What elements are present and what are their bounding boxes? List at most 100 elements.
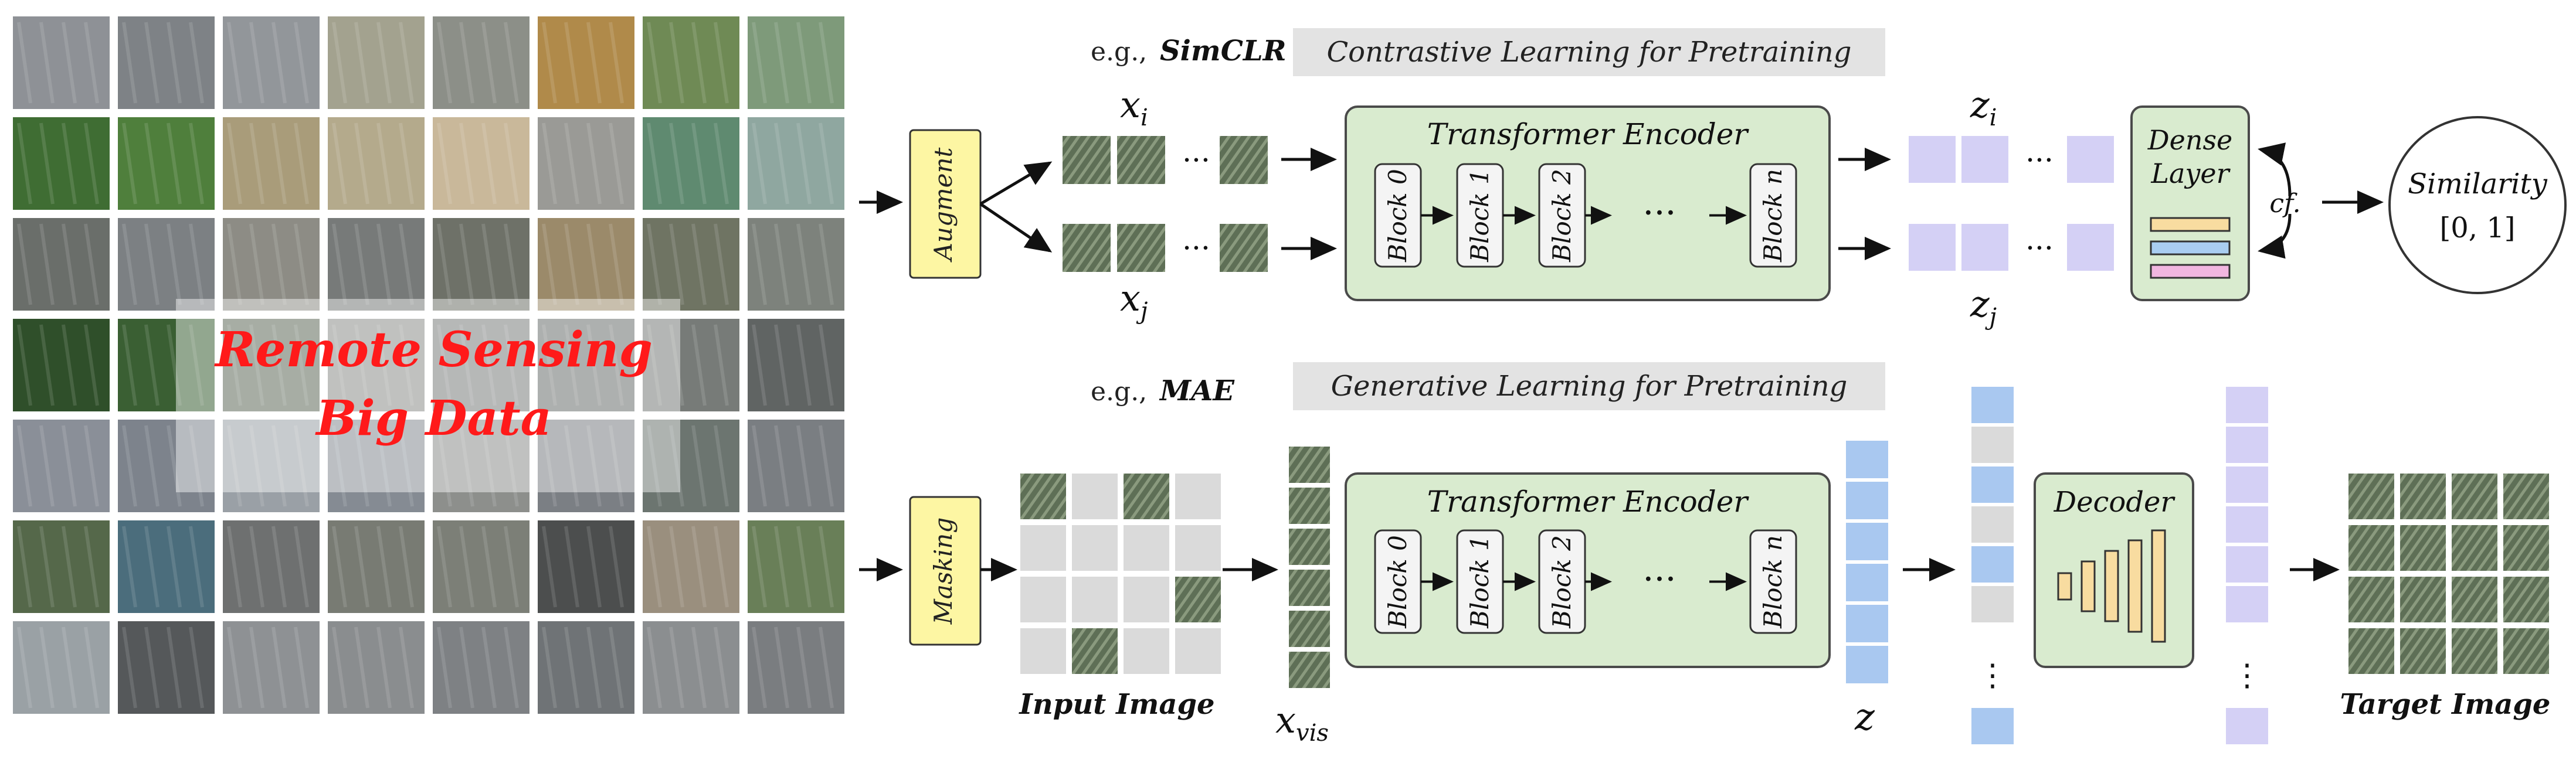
visible-patch-token (1289, 488, 1330, 524)
mosaic-tile-texture (774, 22, 789, 104)
mosaic-tile (433, 117, 530, 210)
full-column-vdots: ⋮ (1977, 658, 2008, 693)
mosaic-tile-texture (774, 526, 789, 608)
mosaic-tile-texture (376, 526, 392, 608)
mosaic-tile-texture (714, 324, 729, 406)
mosaic-tile-texture (17, 223, 32, 305)
embedding-j-tokens (1909, 224, 2114, 271)
mosaic-tile-texture (227, 626, 242, 709)
masked-patch (1020, 628, 1066, 674)
mosaic-tile-texture (504, 324, 519, 406)
mosaic-tile-texture (669, 626, 684, 709)
mosaic-tile (538, 319, 634, 411)
mosaic-tile-texture (819, 324, 834, 406)
generative-block-dots: ··· (1642, 559, 1676, 600)
mosaic-tile (433, 319, 530, 411)
mosaic-tile-texture (714, 223, 729, 305)
mosaic-tile-texture (542, 526, 557, 608)
mosaic-tile-texture (332, 425, 347, 507)
masked-patch (1020, 577, 1066, 622)
target-patch (2452, 628, 2497, 674)
mosaic-tile (643, 117, 739, 210)
mosaic-tile-texture (796, 324, 812, 406)
mosaic-tile-texture (774, 122, 789, 205)
mosaic-tile-texture (332, 324, 347, 406)
mosaic-tile-texture (669, 223, 684, 305)
dense-layer-label-line1: Dense (2147, 124, 2233, 156)
latent-token (1846, 646, 1888, 683)
decoded-token-column (2226, 387, 2268, 744)
visible-patch-token (1289, 447, 1330, 483)
mosaic-tile-texture (669, 526, 684, 608)
target-patch (2400, 525, 2446, 571)
mosaic-tile-texture (564, 324, 579, 406)
mosaic-tile-texture (122, 626, 137, 709)
remote-sensing-mosaic (13, 16, 844, 714)
mosaic-tile-texture (294, 526, 309, 608)
mosaic-tile (643, 420, 739, 512)
mosaic-tile-texture (481, 626, 497, 709)
mosaic-tile-texture (294, 22, 309, 104)
mosaic-tile-texture (564, 223, 579, 305)
mosaic-tile (13, 420, 110, 512)
mosaic-tile (118, 420, 215, 512)
decoded-token (2226, 546, 2268, 583)
contrastive-block-label-3: Block n (1759, 169, 1787, 263)
arrow-augment-to-xi (979, 161, 1053, 206)
mosaic-tile-texture (376, 22, 392, 104)
mosaic-tile-texture (819, 223, 834, 305)
visible-patch-token (1289, 529, 1330, 565)
mosaic-tile-texture (332, 223, 347, 305)
generative-block-label-1: Block 1 (1465, 535, 1494, 629)
mosaic-tile-texture (354, 425, 369, 507)
similarity-label: Similarity (2408, 168, 2548, 200)
mosaic-tile-texture (62, 223, 77, 305)
mosaic-tile (223, 621, 320, 714)
generative-block-label-3: Block n (1759, 535, 1787, 629)
mosaic-tile-texture (399, 626, 414, 709)
mosaic-tile-texture (354, 223, 369, 305)
mosaic-tile-texture (354, 22, 369, 104)
target-patch (2503, 577, 2549, 622)
mosaic-tile-texture (144, 22, 159, 104)
masked-input-grid (1020, 474, 1221, 674)
mosaic-tile-texture (62, 22, 77, 104)
mosaic-tile-texture (62, 626, 77, 709)
mosaic-tile-texture (39, 526, 55, 608)
masked-patch (1072, 525, 1118, 571)
mosaic-tile-texture (399, 526, 414, 608)
mosaic-tile-texture (437, 22, 452, 104)
mosaic-tile (748, 218, 844, 311)
mosaic-tile-texture (691, 122, 707, 205)
mosaic-tile-texture (796, 626, 812, 709)
mosaic-tile-texture (691, 22, 707, 104)
mosaic-tile-texture (249, 526, 264, 608)
target-patch (2400, 628, 2446, 674)
latent-tokens-column (1846, 441, 1888, 683)
contrastive-banner: Contrastive Learning for Pretraining (1326, 36, 1851, 69)
mosaic-tile-texture (564, 22, 579, 104)
mosaic-tile-texture (586, 526, 602, 608)
mosaic-tile-texture (144, 526, 159, 608)
embedding-j-ellipsis: ··· (2025, 231, 2054, 265)
mosaic-tile-texture (819, 122, 834, 205)
mosaic-tile-texture (332, 22, 347, 104)
mosaic-tile (223, 319, 320, 411)
mosaic-tile-texture (542, 22, 557, 104)
mask-token (1971, 586, 2014, 622)
compare-arrow-down (2258, 213, 2292, 259)
mosaic-tile (118, 520, 215, 613)
encoded-token (1971, 466, 2014, 503)
mosaic-tile-texture (294, 122, 309, 205)
generative-block-label-2: Block 2 (1547, 535, 1576, 629)
contrastive-block-label-1: Block 1 (1465, 169, 1494, 263)
mosaic-tile-texture (752, 526, 767, 608)
generative-block-label-0: Block 0 (1383, 535, 1412, 629)
target-patch (2348, 474, 2394, 519)
mosaic-tile (748, 520, 844, 613)
mosaic-tile-texture (774, 425, 789, 507)
mosaic-tile-texture (691, 425, 707, 507)
mosaic-tile-texture (752, 324, 767, 406)
decoded-token (2226, 586, 2268, 622)
mosaic-tile-texture (189, 122, 204, 205)
